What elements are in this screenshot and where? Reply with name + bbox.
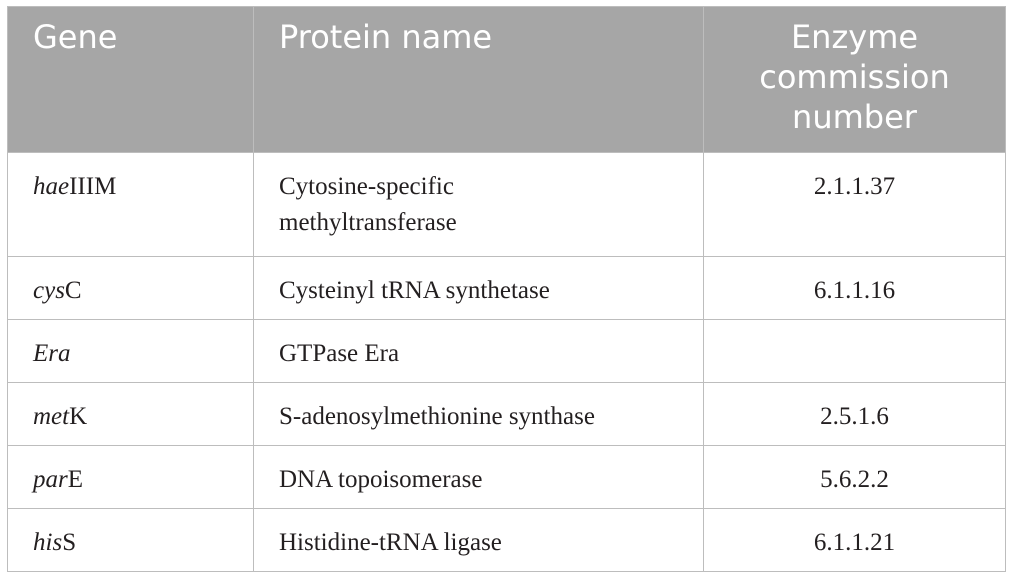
- header-ec-line1: Enzyme: [790, 18, 919, 56]
- protein-line1: Cytosine-specific: [279, 173, 454, 200]
- gene-table: Gene Protein name Enzyme commission numb…: [7, 6, 1006, 572]
- gene-plain-part: IIIM: [69, 173, 117, 200]
- ec-cell: 6.1.1.16: [703, 256, 1006, 320]
- table-row: hisS Histidine-tRNA ligase 6.1.1.21: [7, 508, 1006, 572]
- ec-cell: 2.1.1.37: [703, 152, 1006, 257]
- table-header-row: Gene Protein name Enzyme commission numb…: [7, 6, 1006, 153]
- protein-cell: DNA topoisomerase: [253, 445, 704, 509]
- protein-cell: GTPase Era: [253, 319, 704, 383]
- gene-table-container: Gene Protein name Enzyme commission numb…: [7, 6, 1006, 572]
- header-protein-name: Protein name: [253, 6, 704, 153]
- gene-italic-part: his: [33, 529, 63, 556]
- header-ec-line3: number: [792, 98, 917, 136]
- gene-cell: Era: [7, 319, 254, 383]
- header-gene: Gene: [7, 6, 254, 153]
- protein-cell: Cysteinyl tRNA synthetase: [253, 256, 704, 320]
- header-ec-line2: commission: [759, 58, 950, 96]
- gene-cell: parE: [7, 445, 254, 509]
- gene-italic-part: Era: [33, 340, 71, 367]
- gene-plain-part: C: [64, 277, 82, 304]
- gene-cell: metK: [7, 382, 254, 446]
- protein-cell: Histidine-tRNA ligase: [253, 508, 704, 572]
- table-row: parE DNA topoisomerase 5.6.2.2: [7, 445, 1006, 509]
- table-row: metK S-adenosylmethionine synthase 2.5.1…: [7, 382, 1006, 446]
- gene-italic-part: hae: [33, 173, 70, 200]
- gene-cell: hisS: [7, 508, 254, 572]
- protein-cell: S-adenosylmethionine synthase: [253, 382, 704, 446]
- table-row: haeIIIM Cytosine-specific methyltransfera…: [7, 152, 1006, 257]
- gene-italic-part: met: [33, 403, 70, 430]
- gene-italic-part: cys: [33, 277, 65, 304]
- gene-plain-part: E: [67, 466, 84, 493]
- ec-cell: 5.6.2.2: [703, 445, 1006, 509]
- gene-plain-part: S: [62, 529, 77, 556]
- gene-cell: cysC: [7, 256, 254, 320]
- protein-cell: Cytosine-specific methyltransferase: [253, 152, 704, 257]
- gene-plain-part: K: [69, 403, 88, 430]
- table-row: cysC Cysteinyl tRNA synthetase 6.1.1.16: [7, 256, 1006, 320]
- protein-line2: methyltransferase: [279, 209, 457, 236]
- gene-cell: haeIIIM: [7, 152, 254, 257]
- gene-italic-part: par: [33, 466, 68, 493]
- ec-cell: 6.1.1.21: [703, 508, 1006, 572]
- table-row: Era GTPase Era: [7, 319, 1006, 383]
- ec-cell: [703, 319, 1006, 383]
- header-enzyme-commission-number: Enzyme commission number: [703, 6, 1006, 153]
- ec-cell: 2.5.1.6: [703, 382, 1006, 446]
